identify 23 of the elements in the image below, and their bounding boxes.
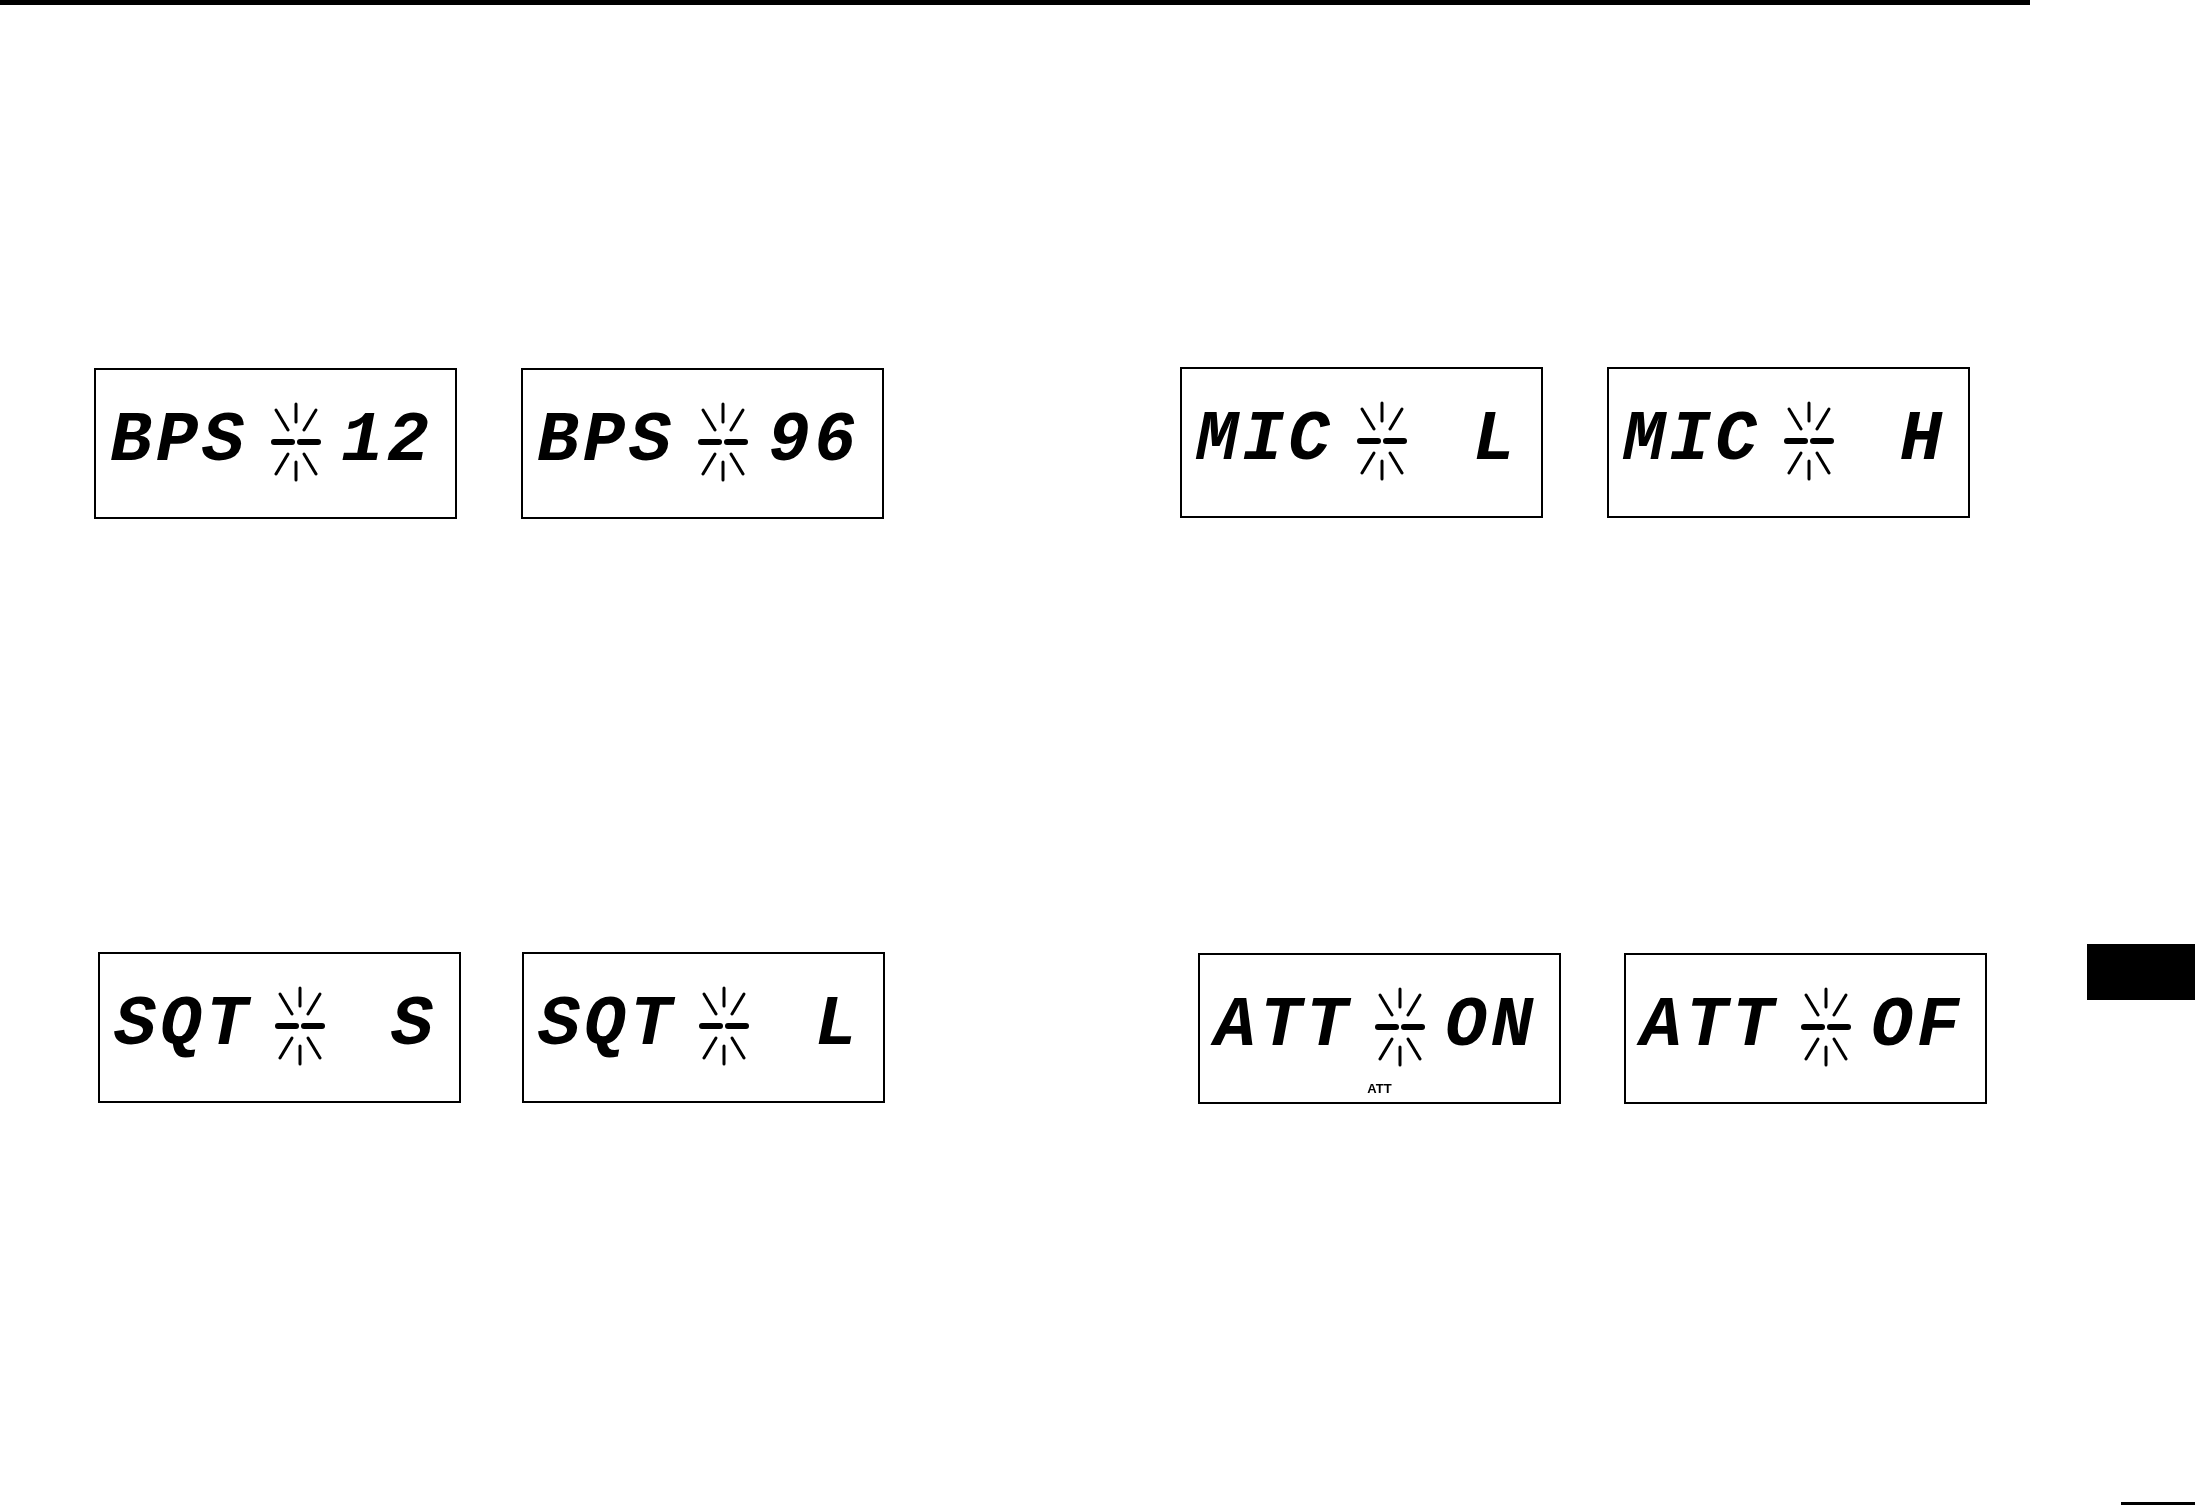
display-text: SQT (114, 985, 253, 1067)
display-text: ON (1445, 986, 1537, 1068)
display-text: MIC (1623, 400, 1762, 482)
display-text: SQT (538, 985, 677, 1067)
display-text: BPS (110, 401, 249, 483)
lcd-display (1198, 953, 1561, 1104)
display-text: 96 (768, 401, 860, 483)
display-text: H (1900, 400, 1946, 482)
lcd-display (98, 952, 461, 1103)
lcd-display (1624, 953, 1987, 1104)
indicator-label: ATT (1367, 1081, 1392, 1096)
lcd-display (94, 368, 457, 519)
display-text: L (1473, 400, 1519, 482)
display-text: 12 (341, 401, 433, 483)
lcd-display (522, 952, 885, 1103)
lcd-display (1607, 367, 1970, 518)
display-text: OF (1871, 986, 1963, 1068)
display-text: MIC (1196, 400, 1335, 482)
lcd-display (521, 368, 884, 519)
display-text: BPS (537, 401, 676, 483)
lcd-display (1180, 367, 1543, 518)
display-text: S (391, 985, 437, 1067)
display-text: L (815, 985, 861, 1067)
